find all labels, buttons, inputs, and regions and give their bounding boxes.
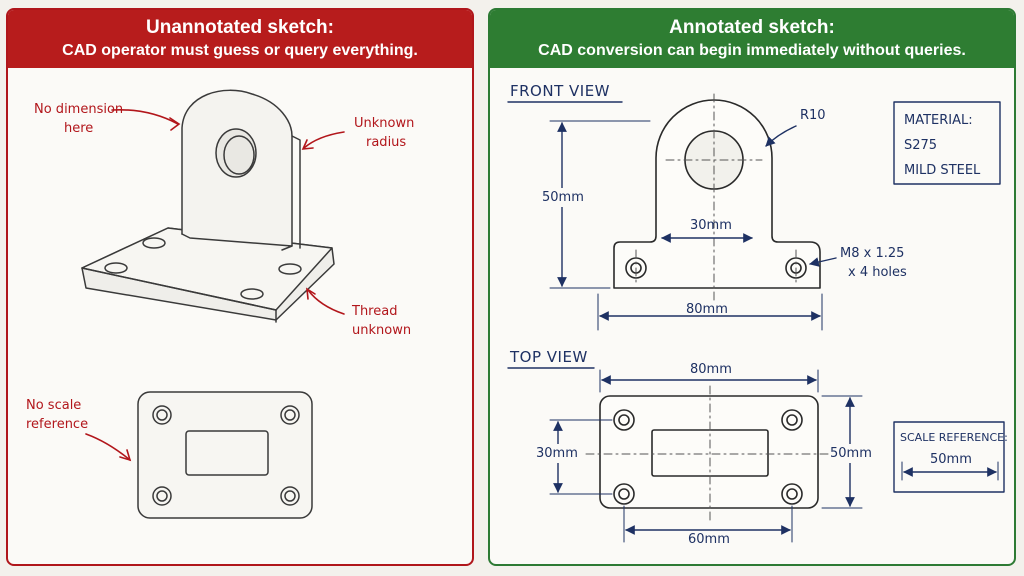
unannotated-title: Unannotated sketch: <box>146 17 334 38</box>
front-hole-span-dimension: 30mm <box>690 218 732 233</box>
note-no-dimension-line2: here <box>64 121 94 136</box>
front-view-outline <box>613 99 821 289</box>
note-no-scale-line1: No scale <box>26 398 82 413</box>
iso-base-plate <box>81 227 335 323</box>
note-unknown-radius-line1: Unknown <box>354 116 415 131</box>
note-no-scale-line2: reference <box>26 417 89 432</box>
annotated-title: Annotated sketch: <box>669 17 835 38</box>
unannotated-panel: Unannotated sketch: CAD operator must gu… <box>6 8 474 566</box>
top-depth-right-dimension: 50mm <box>830 444 872 463</box>
note-no-dimension-line1: No dimension <box>34 102 124 117</box>
scale-reference-box <box>893 421 1005 493</box>
iso-upright-lug <box>181 89 301 251</box>
annotated-panel: Annotated sketch: CAD conversion can beg… <box>488 8 1016 566</box>
flat-top-view <box>137 391 313 519</box>
scale-reference-label: SCALE REFERENCE: <box>900 431 1008 444</box>
material-grade: S275 <box>904 138 938 153</box>
note-thread-unknown-line1: Thread <box>352 304 398 319</box>
annotated-subtitle: CAD conversion can begin immediately wit… <box>538 42 966 59</box>
top-view-outline <box>599 395 819 509</box>
top-depth-left-dimension: 30mm <box>536 444 578 463</box>
top-width-dimension: 80mm <box>686 360 736 379</box>
annotated-drawing <box>507 93 1005 543</box>
scale-reference-value: 50mm <box>930 452 972 467</box>
hole-count: x 4 holes <box>848 265 907 280</box>
note-thread-unknown-line2: unknown <box>352 323 412 338</box>
note-unknown-radius-line2: radius <box>366 135 407 150</box>
material-label: MATERIAL: <box>904 113 973 128</box>
annotation-arrows <box>85 108 345 462</box>
front-view-label: FRONT VIEW <box>510 82 611 100</box>
front-height-dimension: 50mm <box>542 188 584 207</box>
unannotated-subtitle: CAD operator must guess or query everyth… <box>62 42 418 59</box>
note-no-dimension: No dimension here <box>34 100 123 138</box>
note-unknown-radius: Unknown radius <box>354 114 414 152</box>
material-type: MILD STEEL <box>904 163 981 178</box>
annotated-header: Annotated sketch: CAD conversion can beg… <box>490 10 1014 68</box>
note-thread-unknown: Thread unknown <box>352 302 411 340</box>
material-note: MATERIAL: S275 MILD STEEL <box>904 108 980 183</box>
top-hole-span-dimension: 60mm <box>688 532 730 547</box>
hole-thread-spec: M8 x 1.25 <box>840 246 905 261</box>
front-width-dimension: 80mm <box>686 302 728 317</box>
unannotated-sketch <box>81 89 345 519</box>
unannotated-header: Unannotated sketch: CAD operator must gu… <box>8 10 472 68</box>
top-view-label: TOP VIEW <box>510 348 588 366</box>
front-hole-spec: M8 x 1.25 x 4 holes <box>840 244 907 282</box>
material-box <box>893 101 1001 185</box>
front-radius-dimension: R10 <box>800 108 826 123</box>
note-no-scale: No scale reference <box>26 396 88 434</box>
